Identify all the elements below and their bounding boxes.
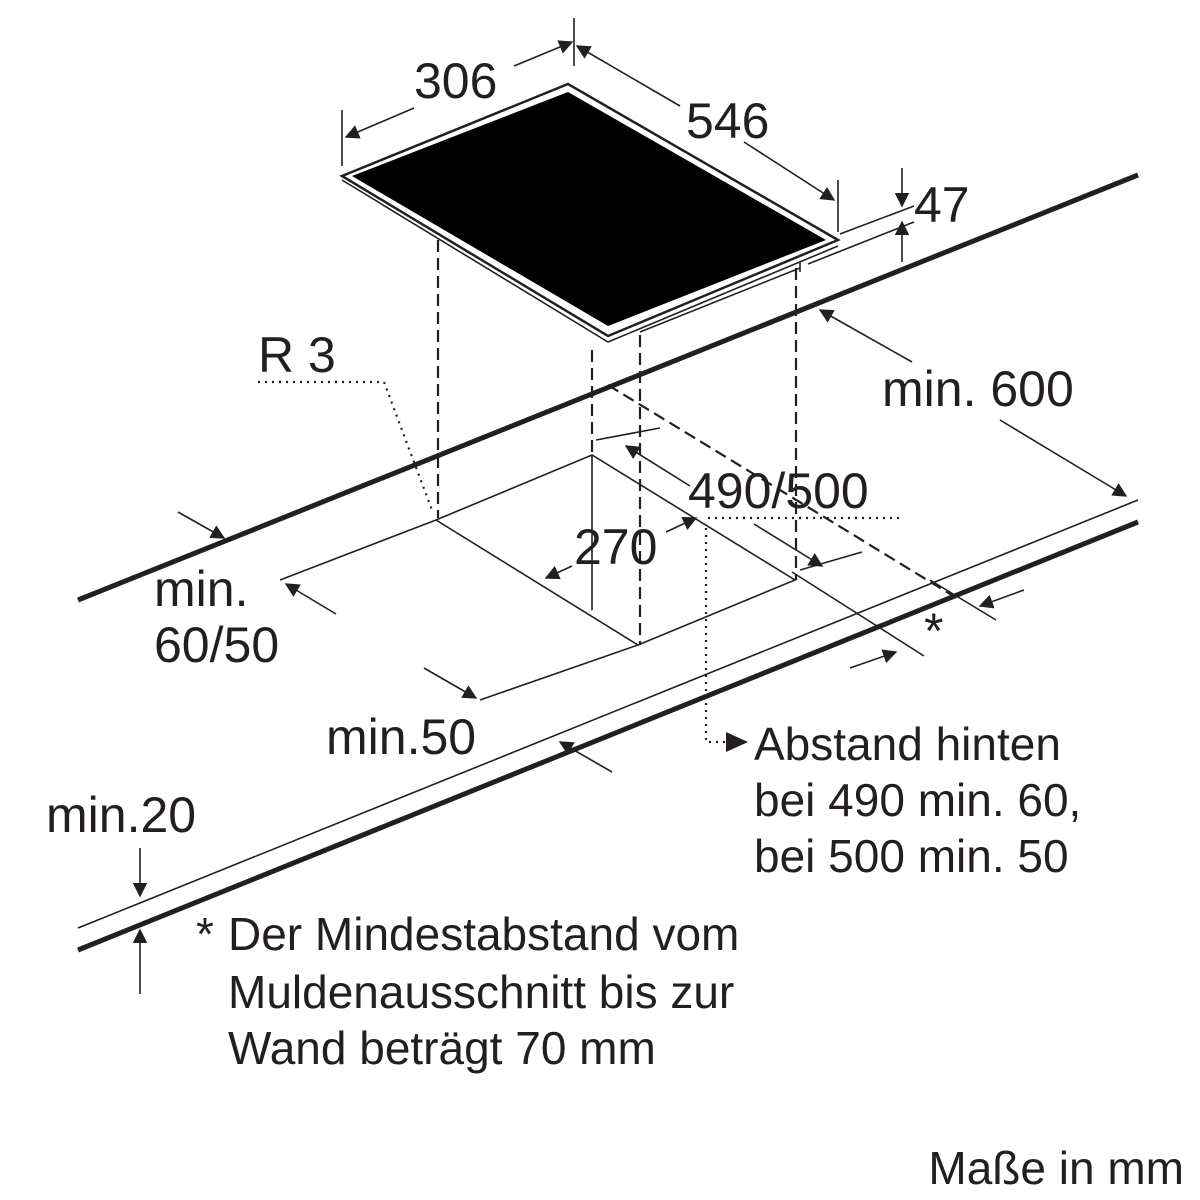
label-width: 306: [414, 53, 497, 109]
label-height: 47: [914, 177, 970, 233]
label-min-front-1: min.: [154, 561, 248, 617]
units-label: Maße in mm: [928, 1142, 1184, 1194]
dimension-lines: [132, 18, 1128, 994]
label-min-side: min.50: [326, 709, 476, 765]
label-depth: 546: [686, 93, 769, 149]
label-cutout-width: 270: [574, 519, 657, 575]
label-min-front-2: 60/50: [154, 617, 279, 673]
rear-distance-line-1: Abstand hinten: [754, 718, 1061, 770]
footnote-line-2: Muldenausschnitt bis zur: [228, 966, 734, 1018]
projection-lines: [436, 240, 961, 645]
footnote-marker: *: [196, 908, 214, 960]
label-min-depth: min. 600: [882, 361, 1074, 417]
footnote-line-1: Der Mindestabstand vom: [228, 908, 739, 960]
rear-distance-line-2: bei 490 min. 60,: [754, 774, 1081, 826]
cooktop: [339, 82, 841, 343]
label-min-worktop: min.20: [46, 787, 196, 843]
worktop-outline: [77, 172, 1139, 953]
label-radius: R 3: [258, 327, 336, 383]
arrow-right-icon: [726, 732, 748, 752]
leader-lines: [258, 380, 900, 744]
label-asterisk: *: [924, 603, 943, 659]
label-cutout-depth: 490/500: [688, 463, 869, 519]
footnote-line-3: Wand beträgt 70 mm: [228, 1022, 656, 1074]
rear-distance-line-3: bei 500 min. 50: [754, 830, 1069, 882]
